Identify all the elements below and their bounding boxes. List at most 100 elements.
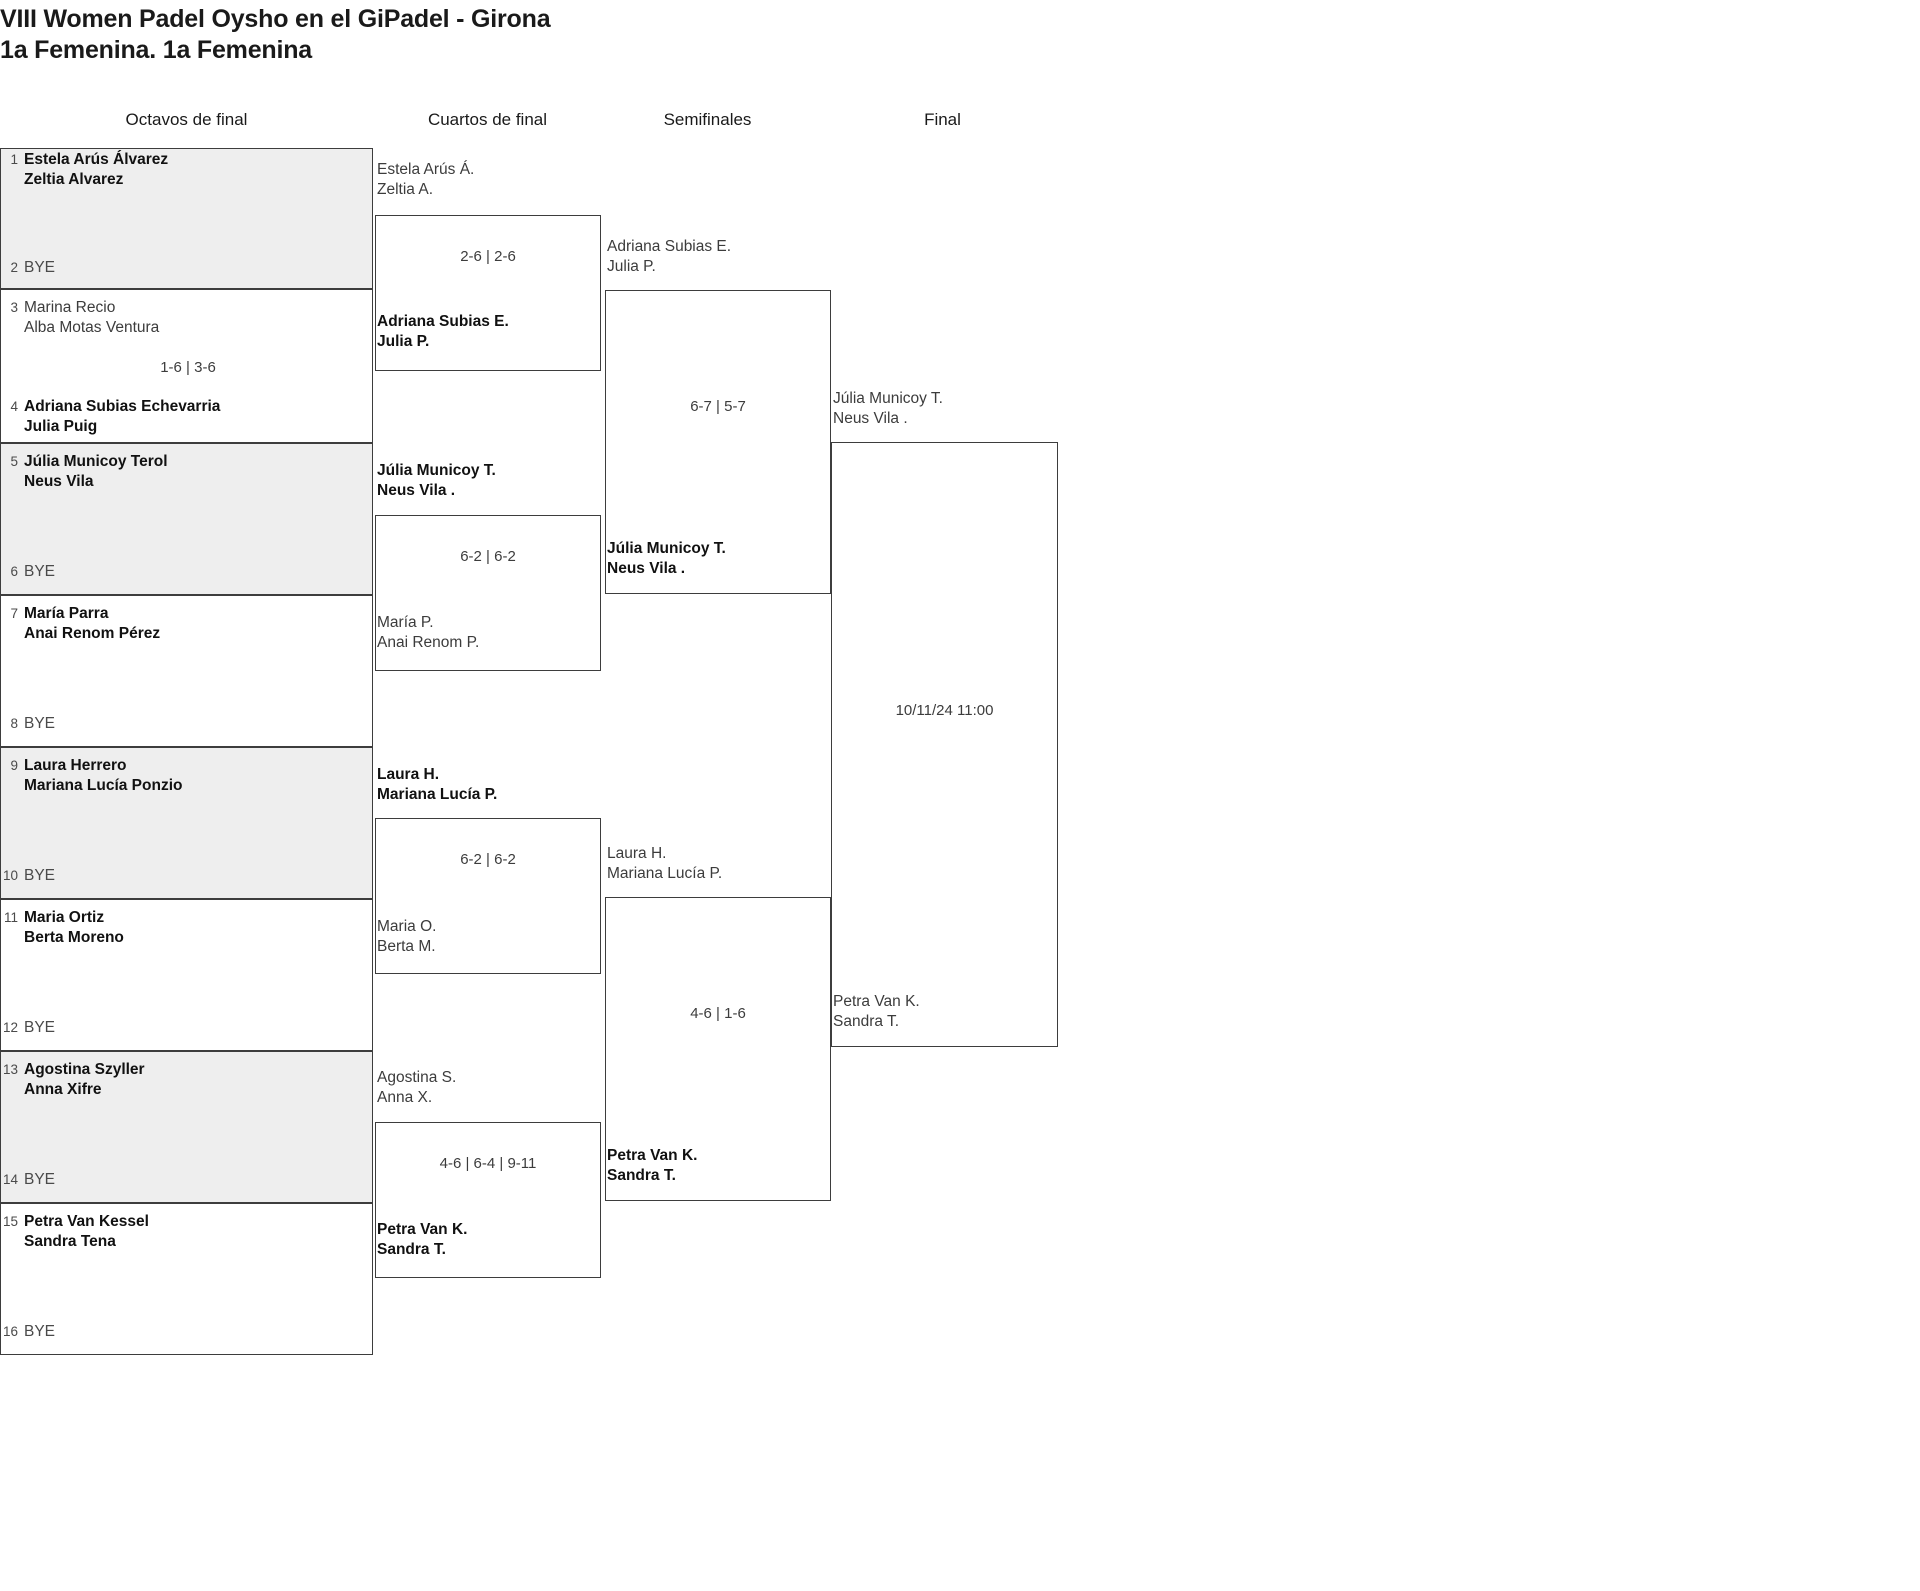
r16-slot-14[interactable]: 14 BYE — [2, 1170, 55, 1190]
r16-match-6[interactable] — [0, 899, 373, 1051]
qf1-bottom-team[interactable]: Adriana Subias E.Julia P. — [377, 312, 509, 351]
team-names: Estela Arús Á.Zeltia A. — [377, 161, 475, 198]
round-header-octavos: Octavos de final — [125, 110, 248, 129]
r16-match-3[interactable] — [0, 443, 373, 595]
qf1-score: 2-6 | 2-6 — [460, 248, 516, 265]
sf1-bottom-team[interactable]: Júlia Municoy T.Neus Vila . — [607, 539, 726, 578]
seed-number: 14 — [2, 1172, 18, 1187]
seed-number: 9 — [10, 758, 18, 773]
qf2-top-team[interactable]: Júlia Municoy T.Neus Vila . — [377, 461, 496, 500]
qf2-box[interactable] — [375, 515, 601, 671]
qf3-bottom-team[interactable]: Maria O.Berta M. — [377, 917, 436, 956]
final-datetime: 10/11/24 11:00 — [895, 702, 994, 719]
seed-number: 4 — [10, 399, 18, 414]
r16-match-2[interactable] — [0, 289, 373, 443]
seed-number: 1 — [10, 152, 18, 167]
seed-number: 16 — [2, 1324, 18, 1339]
sf2-box[interactable] — [605, 897, 831, 1201]
r16-slot-16[interactable]: 16 BYE — [2, 1322, 55, 1342]
r16-slot-10[interactable]: 10 BYE — [2, 866, 55, 886]
seed-number: 11 — [3, 910, 18, 925]
round-header-semifinales: Semifinales — [663, 110, 752, 129]
seed-number: 15 — [2, 1214, 18, 1229]
team-names: María P.Anai Renom P. — [377, 614, 480, 651]
sf2-top-team[interactable]: Laura H.Mariana Lucía P. — [607, 844, 722, 883]
final-box[interactable] — [831, 442, 1058, 1047]
r16-match-5[interactable] — [0, 747, 373, 899]
bye-label: BYE — [24, 1323, 56, 1340]
bye-label: BYE — [24, 1171, 56, 1188]
seed-number: 3 — [10, 300, 18, 315]
seed-number: 6 — [10, 564, 18, 579]
seed-number: 2 — [10, 260, 18, 275]
sf1-box[interactable] — [605, 290, 831, 594]
r16-slot-2[interactable]: 2 BYE — [2, 258, 55, 278]
seed-number: 10 — [2, 868, 18, 883]
r16-slot-8[interactable]: 8 BYE — [2, 714, 55, 734]
team-names: Júlia Municoy T.Neus Vila . — [833, 390, 943, 427]
page-title: VIII Women Padel Oysho en el GiPadel - G… — [0, 4, 551, 66]
bye-label: BYE — [24, 715, 56, 732]
final-bottom-team[interactable]: Petra Van K.Sandra T. — [833, 992, 920, 1031]
r16-match-8[interactable] — [0, 1203, 373, 1355]
tournament-title: VIII Women Padel Oysho en el GiPadel - G… — [0, 5, 551, 33]
seed-number: 8 — [10, 716, 18, 731]
team-names: Adriana Subias E.Julia P. — [377, 313, 509, 350]
r16-score-match-2: 1-6 | 3-6 — [160, 359, 216, 376]
team-names: Adriana Subias E.Julia P. — [607, 238, 732, 275]
team-names: Laura H.Mariana Lucía P. — [607, 845, 723, 882]
team-names: Júlia Municoy T.Neus Vila . — [607, 540, 726, 577]
qf4-bottom-team[interactable]: Petra Van K.Sandra T. — [377, 1220, 467, 1259]
bye-label: BYE — [24, 563, 56, 580]
sf1-top-team[interactable]: Adriana Subias E.Julia P. — [607, 237, 731, 276]
r16-slot-12[interactable]: 12 BYE — [2, 1018, 55, 1038]
qf4-score: 4-6 | 6-4 | 9-11 — [439, 1155, 537, 1172]
bye-label: BYE — [24, 1019, 56, 1036]
sf2-bottom-team[interactable]: Petra Van K.Sandra T. — [607, 1146, 697, 1185]
r16-match-1[interactable] — [0, 148, 373, 289]
r16-slot-6[interactable]: 6 BYE — [2, 562, 55, 582]
r16-match-4[interactable] — [0, 595, 373, 747]
qf1-box[interactable] — [375, 215, 601, 371]
qf2-score: 6-2 | 6-2 — [460, 548, 516, 565]
final-top-team[interactable]: Júlia Municoy T.Neus Vila . — [833, 389, 943, 428]
bye-label: BYE — [24, 867, 56, 884]
seed-number: 13 — [2, 1062, 18, 1077]
qf1-top-team[interactable]: Estela Arús Á.Zeltia A. — [377, 160, 474, 199]
qf4-box[interactable] — [375, 1122, 601, 1278]
qf3-top-team[interactable]: Laura H.Mariana Lucía P. — [377, 765, 497, 804]
qf4-top-team[interactable]: Agostina S.Anna X. — [377, 1068, 456, 1107]
sf2-score: 4-6 | 1-6 — [690, 1005, 746, 1022]
r16-match-7[interactable] — [0, 1051, 373, 1203]
qf3-score: 6-2 | 6-2 — [460, 851, 516, 868]
team-names: Petra Van K.Sandra T. — [377, 1221, 468, 1258]
sf1-score: 6-7 | 5-7 — [690, 398, 746, 415]
team-names: Petra Van K.Sandra T. — [833, 993, 920, 1030]
qf3-box[interactable] — [375, 818, 601, 974]
bye-label: BYE — [24, 259, 56, 276]
seed-number: 12 — [2, 1020, 18, 1035]
team-names: Petra Van K.Sandra T. — [607, 1147, 698, 1184]
qf2-bottom-team[interactable]: María P.Anai Renom P. — [377, 613, 479, 652]
seed-number: 7 — [10, 606, 18, 621]
round-header-cuartos: Cuartos de final — [427, 110, 548, 129]
tournament-subtitle: 1a Femenina. 1a Femenina — [0, 36, 312, 64]
